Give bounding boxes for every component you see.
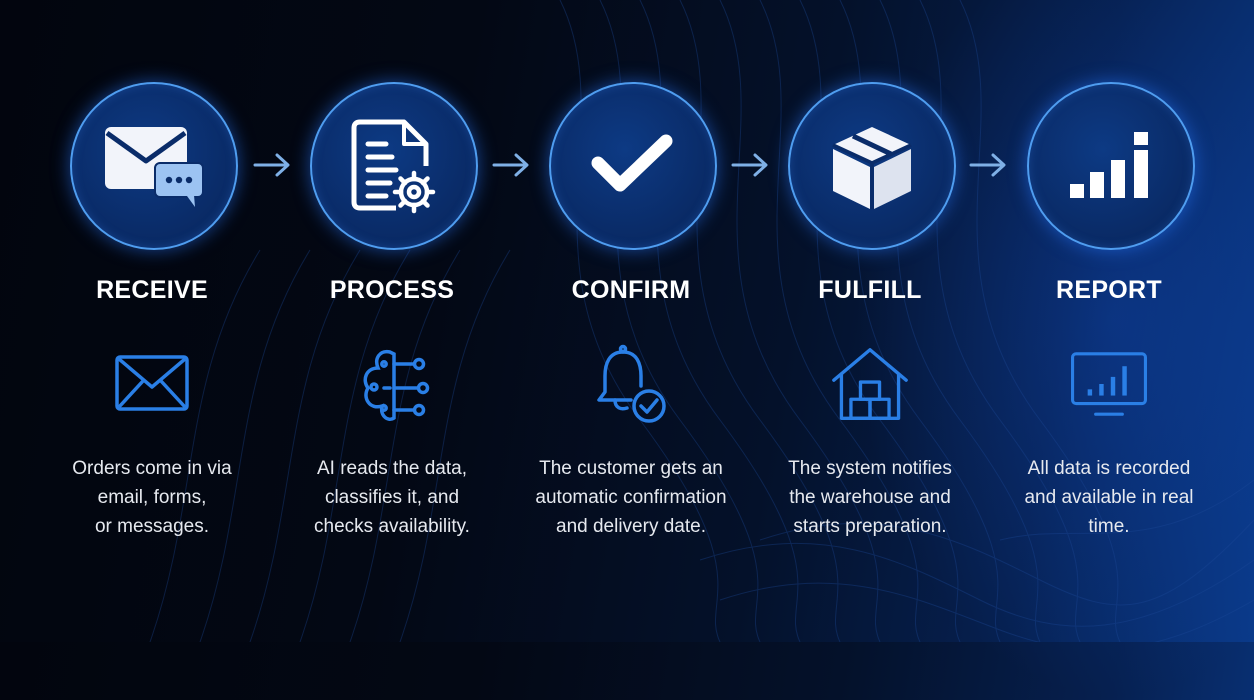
description-line: The system notifies bbox=[788, 458, 952, 479]
step-description-report: All data is recorded and available in re… bbox=[989, 454, 1229, 541]
arrow-right-icon bbox=[969, 153, 1006, 177]
document-with-gear-icon bbox=[351, 119, 436, 214]
description-line: checks availability. bbox=[314, 516, 470, 537]
description-line: AI reads the data, bbox=[317, 458, 467, 479]
step-description-confirm: The customer gets an automatic confirmat… bbox=[511, 454, 751, 541]
warehouse-icon bbox=[832, 348, 908, 420]
envelope-with-chat-bubble-icon bbox=[105, 127, 204, 207]
monitor-chart-icon bbox=[1071, 352, 1147, 416]
confirm-circle bbox=[549, 82, 717, 250]
step-title-process: PROCESS bbox=[329, 276, 455, 304]
fulfill-sub-icon bbox=[830, 344, 910, 424]
bell-with-check-icon bbox=[597, 344, 666, 423]
box-package-icon bbox=[832, 127, 912, 209]
receive-sub-icon bbox=[112, 344, 192, 424]
description-line: Orders come in via bbox=[72, 458, 232, 479]
step-title-receive: RECEIVE bbox=[96, 276, 208, 304]
checkmark-icon bbox=[591, 134, 673, 192]
description-line: and delivery date. bbox=[556, 516, 706, 537]
step-title-confirm: CONFIRM bbox=[571, 276, 691, 304]
description-line: automatic confirmation bbox=[535, 487, 727, 508]
arrow-right-icon bbox=[731, 153, 768, 177]
description-line: The customer gets an bbox=[539, 458, 723, 479]
description-line: All data is recorded bbox=[1027, 458, 1191, 479]
confirm-sub-icon bbox=[591, 344, 671, 424]
description-line: starts preparation. bbox=[793, 516, 947, 537]
report-circle bbox=[1027, 82, 1195, 250]
process-circle bbox=[310, 82, 478, 250]
envelope-outline-icon bbox=[115, 355, 189, 411]
description-line: or messages. bbox=[94, 516, 210, 537]
report-sub-icon bbox=[1069, 344, 1149, 424]
fulfill-circle bbox=[788, 82, 956, 250]
receive-circle bbox=[70, 82, 238, 250]
ai-brain-circuit-icon bbox=[363, 349, 430, 421]
step-description-process: AI reads the data, classifies it, and ch… bbox=[272, 454, 512, 541]
description-line: the warehouse and bbox=[789, 487, 951, 508]
description-line: email, forms, bbox=[97, 487, 207, 508]
arrow-right-icon bbox=[492, 153, 529, 177]
description-line: classifies it, and bbox=[324, 487, 460, 508]
bar-chart-icon bbox=[1070, 132, 1148, 198]
step-title-fulfill: FULFILL bbox=[818, 276, 922, 304]
description-line: time. bbox=[1088, 516, 1130, 537]
step-description-receive: Orders come in via email, forms, or mess… bbox=[32, 454, 272, 541]
process-sub-icon bbox=[352, 344, 432, 424]
description-line: and available in real bbox=[1024, 487, 1194, 508]
arrow-right-icon bbox=[253, 153, 290, 177]
step-description-fulfill: The system notifies the warehouse and st… bbox=[750, 454, 990, 541]
step-title-report: REPORT bbox=[1056, 276, 1162, 304]
